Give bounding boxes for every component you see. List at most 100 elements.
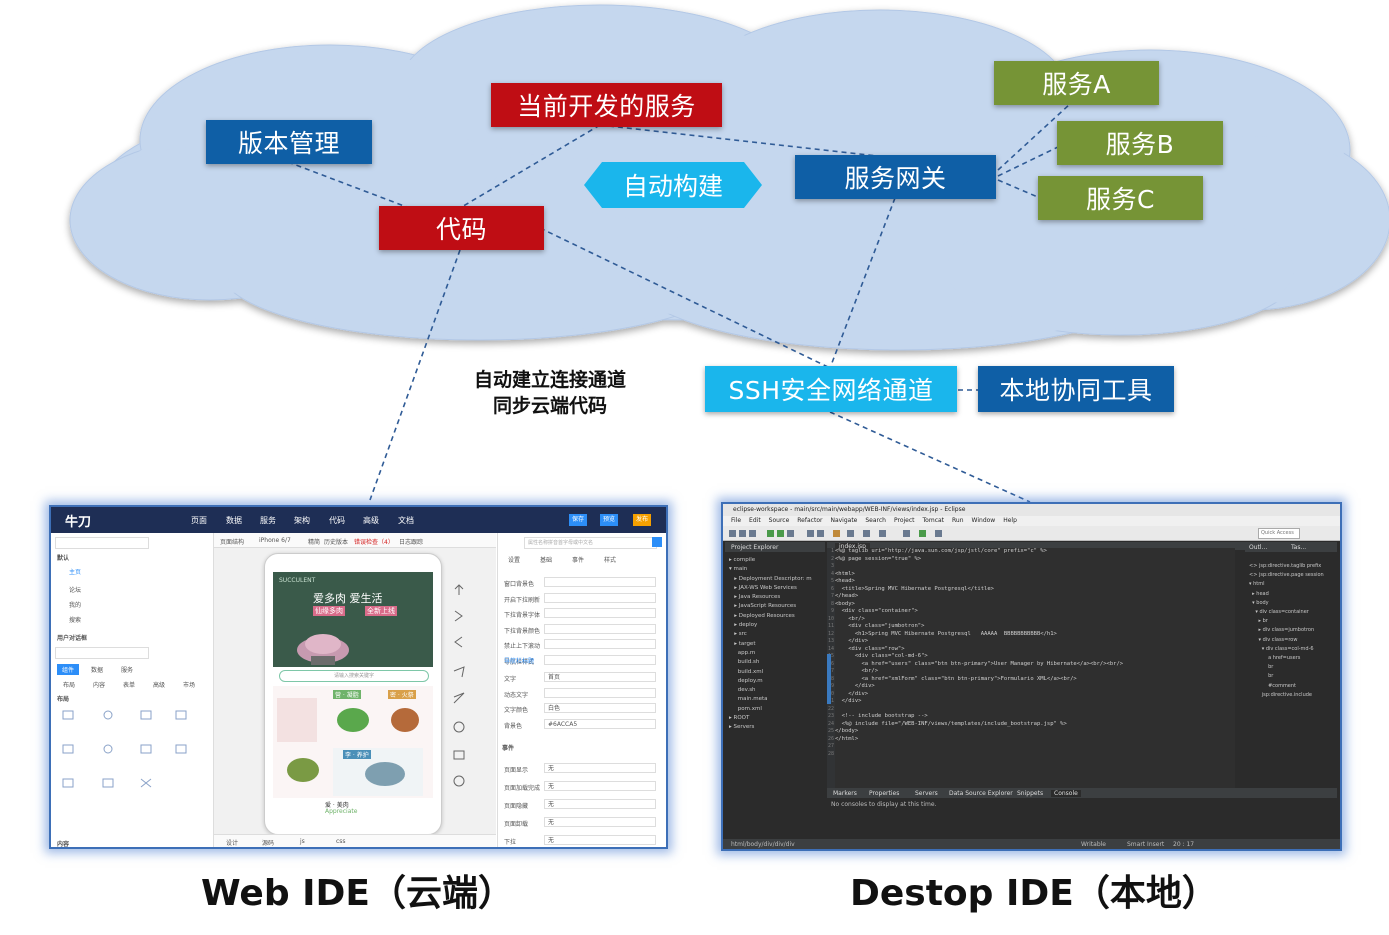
tab-markers[interactable]: Markers (833, 790, 857, 797)
project-tree[interactable]: ▸ compile ▾ main ▸ Deployment Descriptor… (729, 557, 812, 731)
subtab[interactable]: 市场 (183, 682, 196, 689)
tab-basic[interactable]: 基础 (540, 557, 553, 564)
property-label: 下拉背景字体 (504, 612, 541, 619)
outline-tree[interactable]: <> jsp:directive.taglib prefix <> jsp:di… (1249, 563, 1324, 698)
save-button[interactable]: 保存 (569, 514, 588, 526)
tab-properties[interactable]: Properties (869, 790, 900, 797)
console-panel: Markers Properties Servers Data Source E… (827, 788, 1337, 832)
property-field[interactable]: 无 (544, 817, 656, 827)
property-field[interactable] (544, 577, 656, 587)
left-item[interactable]: 论坛 (69, 587, 82, 594)
settings-icon[interactable] (652, 537, 662, 547)
nav-item[interactable]: 文档 (398, 516, 414, 525)
menu-edit[interactable]: Edit (749, 517, 761, 524)
subtab[interactable]: 表单 (123, 682, 136, 689)
tab-js[interactable]: js (300, 838, 305, 845)
tab-servers[interactable]: Servers (915, 790, 938, 797)
nav-item[interactable]: 数据 (226, 516, 242, 525)
tab-settings[interactable]: 设置 (508, 557, 521, 564)
property-field[interactable] (544, 608, 656, 618)
tab-outline[interactable]: Outl... (1249, 544, 1268, 551)
web-ide-screenshot: 牛刀 页面 数据 服务 架构 代码 高级 文档 保存 预览 发布 默认 主页 论… (49, 505, 668, 849)
tab-tasks[interactable]: Tas... (1291, 544, 1307, 551)
publish-button[interactable]: 发布 (633, 514, 652, 526)
phone-product-grid: 营 · 凝脂 密 · 火祭 李 · 养护 (273, 686, 433, 798)
toolbar-error-check[interactable]: 错误检查（4） (354, 539, 394, 546)
node-auto-build-shape (584, 162, 762, 208)
tab-source[interactable]: 源码 (262, 840, 275, 847)
tab-data[interactable]: 数据 (91, 667, 104, 674)
tab-data-source[interactable]: Data Source Explorer (949, 790, 1013, 797)
canvas-side-tools (450, 581, 468, 811)
phone-search-input[interactable]: 请输入搜索关键字 (279, 670, 429, 682)
property-search-input[interactable]: 属性名称拼音首字母或中文名 (524, 537, 657, 549)
property-field[interactable] (544, 687, 656, 698)
nav-item[interactable]: 架构 (294, 516, 310, 525)
left-item[interactable]: 搜索 (69, 617, 82, 624)
property-field[interactable]: 无 (544, 763, 656, 773)
toolbar-page-structure[interactable]: 页面结构 (220, 539, 245, 546)
tab-style[interactable]: 样式 (604, 557, 617, 564)
nav-item[interactable]: 高级 (363, 516, 379, 525)
property-label: 下拉 (504, 839, 517, 846)
component-search-input[interactable] (55, 647, 149, 659)
property-label: 开启下拉刷新 (504, 596, 541, 604)
menu-navigate[interactable]: Navigate (830, 517, 858, 524)
menu-refactor[interactable]: Refactor (797, 517, 823, 524)
nav-item[interactable]: 页面 (191, 516, 207, 525)
menu-search[interactable]: Search (865, 517, 886, 524)
connection-note: 自动建立连接通道 同步云端代码 (473, 369, 626, 417)
subtab[interactable]: 高级 (153, 682, 166, 689)
property-field[interactable] (544, 592, 656, 603)
subtab[interactable]: 内容 (93, 682, 106, 689)
menu-file[interactable]: File (731, 517, 742, 524)
tab-services[interactable]: 服务 (121, 667, 134, 674)
node-code: 代码 (379, 206, 544, 250)
tab-events[interactable]: 事件 (572, 557, 585, 564)
menu-window[interactable]: Window (971, 517, 996, 524)
property-field[interactable] (544, 639, 656, 649)
eclipse-title-bar: eclipse-workspace - main/src/main/webapp… (723, 504, 1340, 516)
menu-project[interactable]: Project (894, 517, 915, 524)
property-field[interactable]: 无 (544, 781, 656, 791)
property-field[interactable] (544, 654, 656, 665)
page-search-input[interactable] (55, 537, 149, 549)
left-item[interactable]: 我的 (69, 602, 82, 609)
tab-css[interactable]: css (336, 838, 346, 845)
menu-source[interactable]: Source (768, 517, 790, 524)
quick-access-input[interactable]: Quick Access (1258, 528, 1300, 539)
status-cursor: 20 : 17 (1173, 841, 1195, 848)
menu-run[interactable]: Run (952, 517, 964, 524)
status-writable: Writable (1081, 841, 1106, 848)
nav-item[interactable]: 服务 (260, 516, 276, 525)
nav-item[interactable]: 代码 (329, 516, 345, 525)
caption-web-ide: Web IDE（云端） (201, 873, 515, 914)
tab-components[interactable]: 组件 (57, 664, 80, 675)
property-field[interactable]: #6ACCA5 (544, 718, 656, 729)
code-editor[interactable]: <%@ taglib uri="http://java.sun.com/jsp/… (835, 548, 1235, 788)
status-bar: html/body/div/div/div Writable Smart Ins… (723, 839, 1340, 849)
project-explorer: Project Explorer ▸ compile ▾ main ▸ Depl… (725, 542, 825, 832)
toolbar-log[interactable]: 日志跟踪 (399, 539, 424, 546)
property-field[interactable]: 白色 (544, 703, 656, 713)
tab-editor-index[interactable]: index.jsp (835, 543, 870, 550)
property-field[interactable]: 无 (544, 835, 656, 845)
tab-console[interactable]: Console (1051, 790, 1081, 797)
property-label: 窗口背景色 (504, 581, 535, 588)
menu-tomcat[interactable]: Tomcat (922, 517, 945, 524)
toolbar-device[interactable]: iPhone 6/7 (259, 537, 291, 544)
tab-snippets[interactable]: Snippets (1017, 790, 1044, 797)
subtab[interactable]: 布局 (63, 682, 76, 689)
phone-banner: SUCCULENT 爱多肉 爱生活 仙缘多肉 全新上线 (273, 572, 433, 667)
node-service-a: 服务A (994, 61, 1159, 105)
toolbar-history[interactable]: 历史版本 (324, 539, 349, 546)
property-field[interactable]: 首页 (544, 672, 656, 682)
toolbar-simple[interactable]: 精简 (308, 539, 321, 546)
left-item[interactable]: 主页 (69, 569, 82, 576)
property-field[interactable] (544, 623, 656, 634)
tab-project-explorer[interactable]: Project Explorer (731, 544, 779, 551)
preview-button[interactable]: 预览 (600, 514, 619, 526)
menu-help[interactable]: Help (1003, 517, 1017, 524)
tab-design[interactable]: 设计 (226, 840, 239, 847)
property-field[interactable]: 无 (544, 799, 656, 809)
